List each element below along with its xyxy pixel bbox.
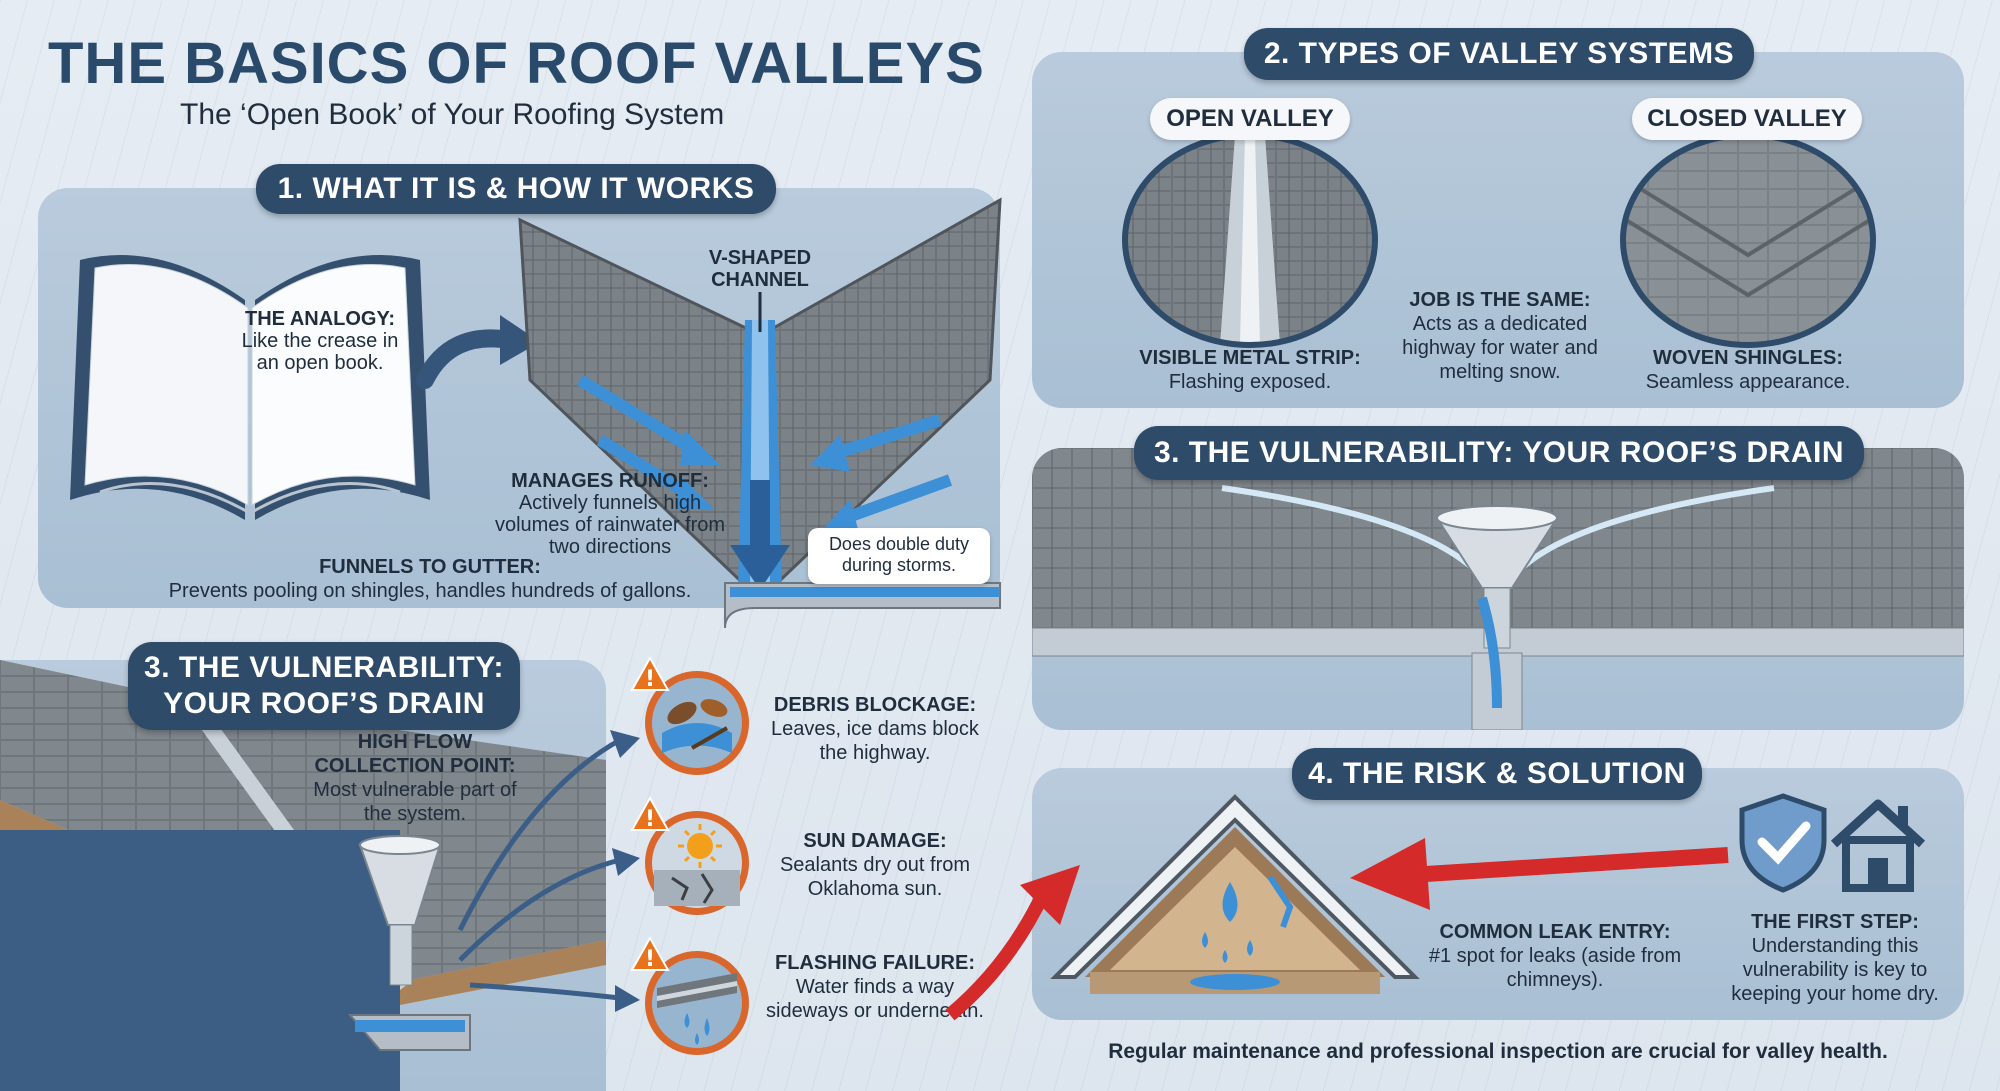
section4-heading: 4. THE RISK & SOLUTION — [1292, 748, 1702, 800]
section3-left-heading-line2: YOUR ROOF’S DRAIN — [163, 687, 485, 720]
section3-left-panel — [0, 660, 606, 1091]
closed-valley-illustration — [1620, 132, 1876, 348]
gutter-text: Prevents pooling on shingles, handles hu… — [168, 580, 692, 602]
warning-icon: ! — [630, 655, 670, 692]
v-roof-illustration — [518, 197, 1002, 594]
flow-title: HIGH FLOW COLLECTION POINT: — [314, 731, 516, 777]
warning-icon: ! — [630, 795, 670, 832]
red-arrow-up-icon — [945, 865, 1080, 1021]
roof-corner-illustration — [0, 660, 606, 1091]
risk-item-flashing: FLASHING FAILURE: Water finds a way side… — [755, 951, 995, 1023]
open-valley-text: Flashing exposed. — [1168, 371, 1332, 393]
flow-callout: HIGH FLOW COLLECTION POINT: Most vulnera… — [300, 730, 530, 826]
open-valley-label: OPEN VALLEY — [1150, 98, 1350, 140]
attic-leak-illustration — [1050, 794, 1420, 994]
analogy-title: THE ANALOGY: — [245, 308, 395, 330]
first-step-title: THE FIRST STEP: — [1751, 911, 1919, 933]
flashing-failure-icon — [645, 951, 749, 1055]
gutter-illustration — [724, 582, 1001, 629]
shield-check-icon — [1739, 793, 1827, 893]
risk-item-sun: SUN DAMAGE: Sealants dry out from Oklaho… — [755, 829, 995, 901]
v-channel-label: V-SHAPED CHANNEL — [708, 247, 812, 291]
analogy-callout: THE ANALOGY: Like the crease in an open … — [240, 308, 400, 374]
risk-arrows-icon — [457, 730, 640, 1012]
same-job-text: Acts as a dedicated highway for water an… — [1402, 313, 1598, 383]
risk-title: DEBRIS BLOCKAGE: — [773, 694, 977, 716]
gutter-title: FUNNELS TO GUTTER: — [319, 556, 541, 578]
section3-right-panel — [1032, 448, 1964, 730]
book-to-roof-arrow-icon — [416, 315, 540, 389]
runoff-callout: MANAGES RUNOFF: Actively funnels high vo… — [490, 470, 730, 558]
section2-heading: 2. TYPES OF VALLEY SYSTEMS — [1244, 28, 1754, 80]
page-title: THE BASICS OF ROOF VALLEYS — [48, 31, 985, 96]
leak-title: COMMON LEAK ENTRY: — [1439, 921, 1671, 943]
same-job-title: JOB IS THE SAME: — [1409, 289, 1591, 311]
v-channel-pointer — [758, 292, 762, 332]
house-icon — [1830, 799, 1926, 892]
debris-icon — [645, 671, 749, 775]
risk-title: SUN DAMAGE: — [803, 830, 947, 852]
leak-text: #1 spot for leaks (aside from chimneys). — [1428, 945, 1682, 991]
leak-callout: COMMON LEAK ENTRY: #1 spot for leaks (as… — [1420, 920, 1690, 992]
runoff-text: Actively funnels high volumes of rainwat… — [494, 492, 726, 558]
closed-valley-caption: WOVEN SHINGLES: Seamless appearance. — [1610, 346, 1886, 394]
drain-roof-illustration — [1032, 448, 1964, 730]
open-valley-title: VISIBLE METAL STRIP: — [1139, 347, 1361, 369]
flow-text: Most vulnerable part of the system. — [313, 779, 517, 825]
risk-text: Leaves, ice dams block the highway. — [771, 718, 979, 764]
open-book-icon — [70, 255, 430, 520]
section3-left-heading: 3. THE VULNERABILITY: YOUR ROOF’S DRAIN — [128, 642, 520, 730]
page-subtitle: The ‘Open Book’ of Your Roofing System — [180, 98, 725, 131]
svg-text:!: ! — [645, 667, 655, 692]
svg-text:!: ! — [645, 947, 655, 972]
svg-text:!: ! — [645, 807, 655, 832]
open-valley-illustration — [1122, 132, 1378, 348]
gutter-callout: FUNNELS TO GUTTER: Prevents pooling on s… — [120, 555, 740, 603]
closed-valley-title: WOVEN SHINGLES: — [1652, 347, 1843, 369]
open-valley-caption: VISIBLE METAL STRIP: Flashing exposed. — [1120, 346, 1380, 394]
section3-left-heading-line1: 3. THE VULNERABILITY: — [144, 651, 504, 684]
section1-heading: 1. WHAT IT IS & HOW IT WORKS — [256, 164, 776, 214]
closed-valley-label: CLOSED VALLEY — [1632, 98, 1862, 140]
risk-item-debris: DEBRIS BLOCKAGE: Leaves, ice dams block … — [755, 693, 995, 765]
same-job-caption: JOB IS THE SAME: Acts as a dedicated hig… — [1395, 288, 1605, 384]
footer-note: Regular maintenance and professional ins… — [1108, 1040, 1888, 1063]
analogy-text: Like the crease in an open book. — [241, 330, 399, 374]
risk-title: FLASHING FAILURE: — [775, 952, 975, 974]
risk-text: Sealants dry out from Oklahoma sun. — [779, 854, 971, 900]
risk-text: Water finds a way sideways or underneath… — [766, 976, 984, 1022]
first-step-callout: THE FIRST STEP: Understanding this vulne… — [1720, 910, 1950, 1006]
section3-right-heading: 3. THE VULNERABILITY: YOUR ROOF’S DRAIN — [1134, 426, 1864, 480]
red-arrow-left-icon — [1350, 838, 1729, 910]
warning-icon: ! — [630, 935, 670, 972]
double-duty-bubble: Does double duty during storms. — [808, 528, 990, 584]
closed-valley-text: Seamless appearance. — [1645, 371, 1851, 393]
sun-damage-icon — [645, 811, 749, 915]
runoff-title: MANAGES RUNOFF: — [511, 470, 709, 492]
first-step-text: Understanding this vulnerability is key … — [1731, 935, 1939, 1005]
